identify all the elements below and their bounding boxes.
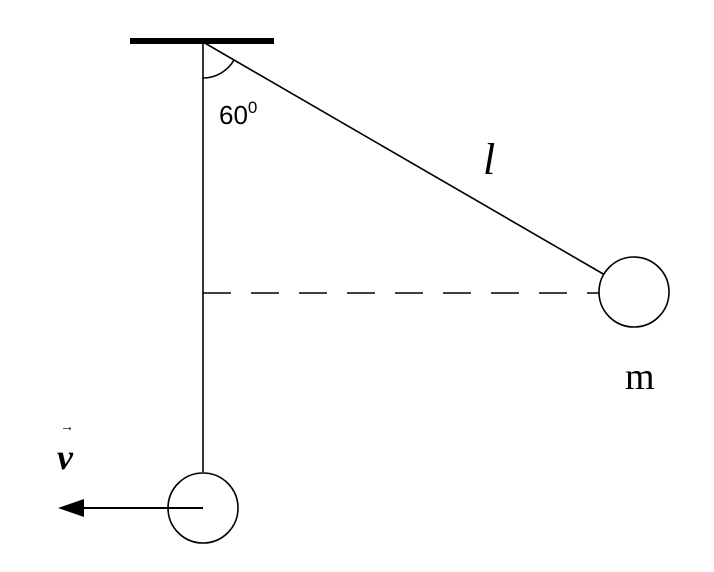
angle-unit: 0 xyxy=(247,98,258,117)
deflected-string xyxy=(202,41,606,276)
angle-arc xyxy=(202,59,235,79)
velocity-vector-arrow-icon: → xyxy=(60,420,74,435)
angle-value: 60 xyxy=(219,100,248,130)
mass-label: m xyxy=(625,356,655,398)
angle-label: 600 xyxy=(219,99,257,130)
length-label: l xyxy=(483,135,496,184)
ball-raised xyxy=(598,256,670,328)
velocity-arrowhead xyxy=(58,499,84,517)
velocity-label: v xyxy=(57,437,73,477)
